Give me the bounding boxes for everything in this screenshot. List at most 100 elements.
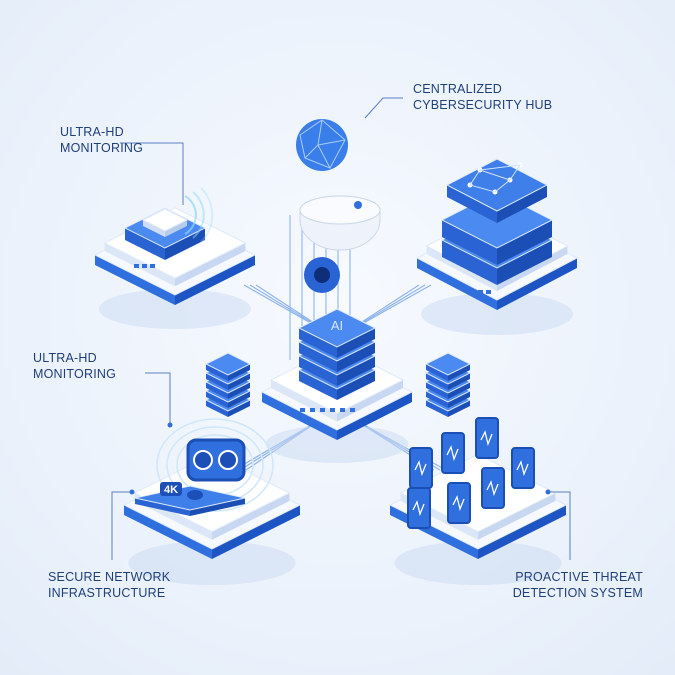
chart-glyph-icon [452, 495, 465, 512]
indicator-dot [320, 408, 325, 412]
signal-wave-icon [184, 195, 197, 235]
server-stack-icon-layer-right-face [448, 364, 470, 381]
globe-facets [299, 119, 346, 169]
server-stack-icon-layer-left-face [426, 373, 448, 390]
keypad-icon-left-face [143, 220, 165, 237]
indicator-dot [350, 408, 355, 412]
control-panel-right-face [190, 498, 245, 516]
server-stack-icon-layer-left-face [206, 373, 228, 390]
server-stack-icon-layer-left-face [426, 391, 448, 408]
platform-monitoring-tier-left-face [104, 243, 175, 287]
resolution-badge-bg [160, 482, 182, 496]
ai-server-icon-layer [297, 308, 377, 358]
server-stack-icon [424, 352, 472, 417]
camera-lens-inner [314, 267, 330, 283]
network-server-top [445, 158, 549, 223]
camera-lens [193, 450, 213, 470]
server-stack-icon-layer-left-face [442, 220, 497, 265]
platform-network-right-face [212, 505, 300, 559]
platform-ai-core-right-face [337, 392, 412, 440]
leader-threat [550, 491, 571, 560]
server-stack-icon-layer-left-face [426, 382, 448, 399]
network-server-top-right-face [497, 185, 547, 223]
indicator-dot [486, 290, 491, 294]
camera-lens [218, 450, 238, 470]
server-stack-icon-layer-right-face [448, 391, 470, 408]
leader-dot [545, 489, 551, 495]
label-hub: CENTRALIZED CYBERSECURITY HUB [413, 82, 553, 112]
monitoring-device-base-left-face [125, 228, 165, 260]
wire-node [354, 201, 362, 209]
ai-server-icon-layer-left-face [299, 356, 337, 386]
leader-monitoring-mid [145, 372, 171, 425]
ai-server-icon-layer-right-face [337, 342, 375, 372]
platform-network-tier-right-face [212, 493, 290, 540]
chart-glyph-icon [412, 500, 425, 517]
server-stack-icon-layer-right-face [497, 220, 552, 265]
resolution-badge: 4K [164, 484, 178, 496]
platform-threat-tier-right-face [478, 493, 556, 540]
platform-monitoring-shadow [99, 289, 251, 329]
chart-glyph-icon [516, 460, 529, 477]
indicator-dot [150, 264, 155, 268]
dual-lens-camera-icon [186, 438, 246, 482]
ai-server-icon-layer-top-face [297, 308, 377, 348]
platform-monitoring-right-face [175, 255, 255, 305]
server-stack-icon-layer [424, 352, 472, 381]
keypad-icon-top-face [141, 208, 189, 232]
node-link [469, 164, 522, 193]
toggle-button-icon [187, 490, 203, 500]
keypad-icon-right-face [165, 220, 187, 237]
server-stack-icon-layer-left-face [206, 400, 228, 417]
platform-network-shadow [128, 541, 296, 585]
platform-hub-shadow [421, 293, 573, 335]
indicator-dot [340, 408, 345, 412]
dome-camera-top [299, 195, 381, 225]
ai-server-icon [297, 308, 377, 400]
platform-network-left-face [124, 505, 212, 559]
leader-dot [167, 422, 173, 428]
server-stack-icon-layer-right-face [448, 373, 470, 390]
chart-glyph-icon [446, 445, 459, 462]
platform-ai-core-shadow [265, 425, 409, 463]
server-stack-icon-layer-right-face [448, 382, 470, 399]
indicator-dot [142, 264, 147, 268]
label-threat: PROACTIVE THREAT DETECTION SYSTEM [512, 570, 643, 600]
label-monitoring-mid: ULTRA-HD MONITORING [33, 351, 117, 381]
label-monitoring-top: ULTRA-HD MONITORING [60, 125, 144, 155]
server-stack-icon-layer-right-face [448, 400, 470, 417]
server-stack-icon-layer-left-face [206, 364, 228, 381]
indicator-dot [470, 290, 475, 294]
server-stack-icon-layer-left-face [206, 382, 228, 399]
platform-threat-shadow [394, 541, 562, 585]
ai-badge: AI [331, 318, 343, 333]
leader-dot [129, 489, 135, 495]
server-stack-icon-layer-right-face [497, 240, 552, 285]
server-stack-icon-layer-right-face [228, 382, 250, 399]
server-stack-icon-layer [204, 352, 252, 381]
server-stack-icon-layer-left-face [442, 240, 497, 285]
leader-network [111, 491, 130, 560]
ai-server-icon-layer-right-face [337, 370, 375, 400]
chart-glyph-icon [486, 480, 499, 497]
server-stack-icon-layer-left-face [206, 391, 228, 408]
indicator-dot [134, 264, 139, 268]
platform-monitoring-left-face [95, 255, 175, 305]
chart-glyph-icon [480, 430, 493, 447]
indicator-dot [300, 408, 305, 412]
ai-server-icon-layer-left-face [299, 328, 337, 358]
leader-hub [364, 97, 403, 119]
ai-server-icon-layer-left-face [299, 370, 337, 400]
indicator-dot [310, 408, 315, 412]
server-stack-icon-layer-top-face [204, 352, 252, 376]
control-panel-left-face [135, 498, 190, 516]
server-stack-icon-layer-left-face [426, 400, 448, 417]
platform-hub-right-face [497, 258, 577, 310]
server-stack-icon [204, 352, 252, 417]
label-network: SECURE NETWORK INFRASTRUCTURE [48, 570, 171, 600]
platform-hub-left-face [417, 258, 497, 310]
platform-monitoring-tier-right-face [175, 243, 246, 287]
server-stack-icon-layer-right-face [228, 400, 250, 417]
indicator-dot [330, 408, 335, 412]
